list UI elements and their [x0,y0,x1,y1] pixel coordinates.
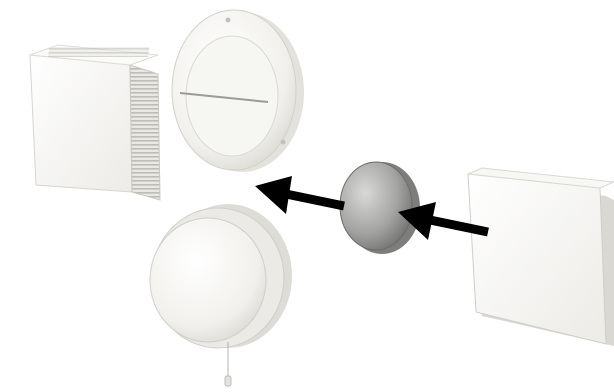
gray-disc-insert [339,161,420,254]
arrow-disc-to-round [255,176,345,214]
round-diffuser-with-slot [171,9,304,172]
arrow-square-to-disc [398,202,489,240]
louvered-wall-cover [29,44,161,201]
flat-square-cover [466,167,614,346]
round-diffuser-with-pull-cord [149,204,292,387]
